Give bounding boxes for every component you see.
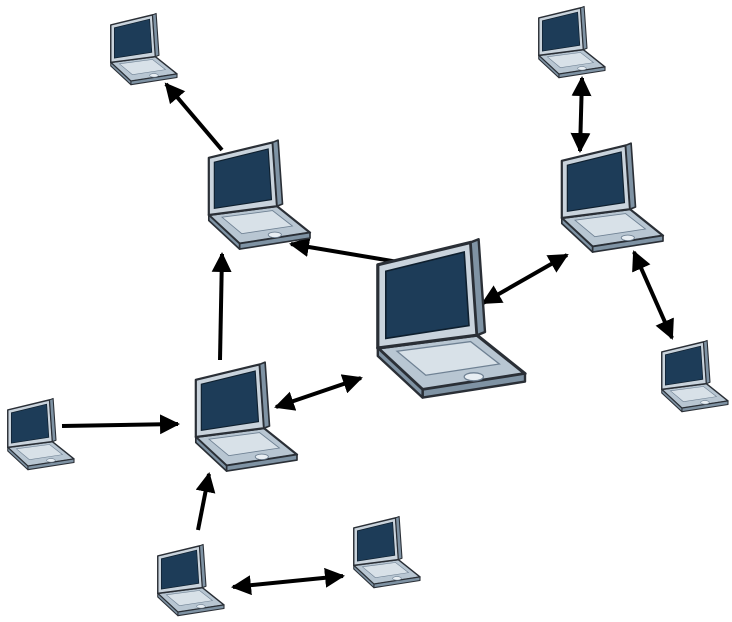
laptop-icon-right-center (560, 142, 665, 253)
laptop-icon-left-center (194, 361, 299, 472)
laptop-icon-upper-left (207, 139, 312, 250)
link-left-center-to-upper-left-arrow (211, 252, 232, 361)
link-left-center-to-hub-bidirectional-arrow (274, 374, 363, 411)
links-layer (61, 76, 674, 596)
link-hub-to-right-center-bidirectional-arrow (481, 253, 569, 305)
laptop-icon-bottom-left (157, 543, 225, 617)
link-right-center-to-top-right-bidirectional-arrow (570, 76, 592, 153)
nodes-layer (7, 5, 729, 617)
laptop-icon-hub (376, 238, 527, 399)
link-upper-left-to-top-left-arrow (164, 82, 224, 152)
link-right-center-to-far-right-bidirectional-arrow (632, 250, 674, 340)
laptop-icon-top-left (110, 12, 178, 86)
link-far-left-to-left-center-arrow (61, 414, 180, 435)
laptop-icon-far-right (661, 339, 729, 413)
laptop-icon-far-left (7, 397, 75, 471)
link-bottom-left-to-left-center-arrow (195, 472, 216, 531)
laptop-icon-bottom-center (353, 515, 421, 589)
link-hub-to-upper-left-arrow (289, 237, 399, 264)
laptop-icon-top-right (538, 5, 606, 79)
link-bottom-left-to-bottom-center-bidirectional-arrow (231, 567, 345, 596)
